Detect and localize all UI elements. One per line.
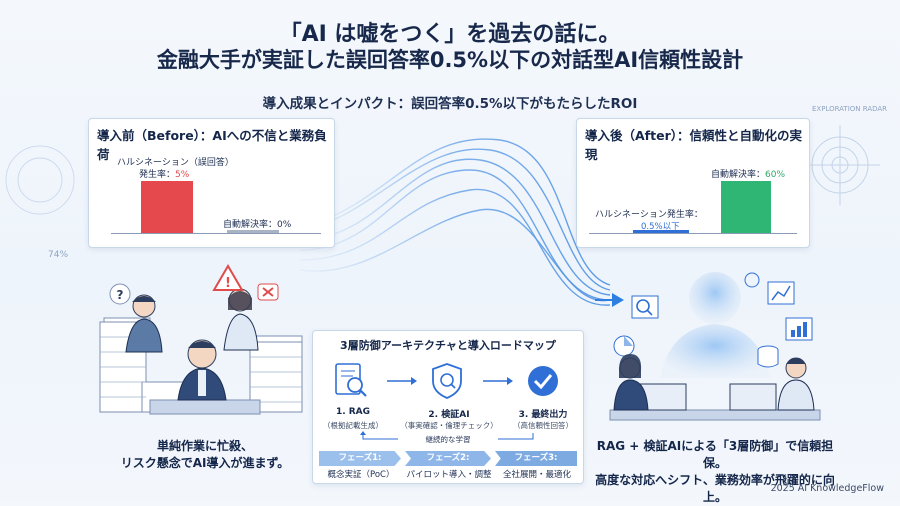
after-caption: RAG + 検証AIによる「3層防御」で信頼担保。 高度な対応へシフト、業務効率… xyxy=(585,438,845,506)
layer-2-sub: （事実確認・倫理チェック） xyxy=(400,421,498,430)
after-hallucination-label: ハルシネーション発生率： xyxy=(595,210,703,220)
phase-3-box: フェーズ3: xyxy=(495,451,577,466)
layer-3-sub: （高信頼性回答） xyxy=(513,421,573,430)
document-search-icon xyxy=(335,363,367,397)
phase-2-desc: パイロット導入・調整 xyxy=(406,470,492,480)
before-caption-line2: リスク懸念でAI導入が進まず。 xyxy=(120,456,290,470)
before-hallucination-label: ハルシネーション（誤回答） xyxy=(117,158,234,168)
svg-text:?: ? xyxy=(117,288,124,302)
after-card-title: 導入後（After）：信頼性と自動化の実現 xyxy=(585,128,802,162)
after-axis xyxy=(589,233,797,234)
before-axis xyxy=(111,233,321,234)
checkmark-circle-icon xyxy=(528,366,558,396)
stressed-workers-illustration: ! ? xyxy=(99,264,303,415)
footer-copyright: 2025 AI KnowledgeFlow xyxy=(770,483,884,494)
phase-1-desc: 概念実証（PoC） xyxy=(327,470,395,480)
after-hallucination-value: 0.5%以下 xyxy=(641,222,680,232)
before-caption-line1: 単純作業に忙殺、 xyxy=(156,439,253,453)
after-caption-line1: RAG + 検証AIによる「3層防御」で信頼担保。 xyxy=(596,439,834,470)
phase-1-box: フェーズ1: xyxy=(319,451,401,466)
arrow-right-icon xyxy=(387,377,417,385)
before-caption: 単純作業に忙殺、 リスク懸念でAI導入が進まず。 xyxy=(90,438,320,472)
page-title-line2: 金融大手が実証した誤回答率0.5%以下の対話型AI信頼性設計 xyxy=(156,48,744,72)
shield-check-icon xyxy=(432,363,462,399)
after-hallucination-bar xyxy=(633,230,689,233)
after-caption-line2: 高度な対応へシフト、業務効率が飛躍的に向上。 xyxy=(595,473,835,504)
after-automation-bar xyxy=(721,181,771,233)
after-card: 導入後（After）：信頼性と自動化の実現 自動解決率：60% ハルシネーション… xyxy=(576,118,810,248)
phase-2-box: フェーズ2: xyxy=(405,451,491,466)
before-hallucination-rate: 発生率：5% xyxy=(139,167,189,180)
before-hallucination-bar xyxy=(141,181,193,233)
layer-1-label: 1. RAG xyxy=(335,407,371,417)
layer-1-sub: （根拠記載生成） xyxy=(323,421,383,430)
before-card-title: 導入前（Before）：AIへの不信と業務負荷 xyxy=(97,128,327,162)
ai-assisted-workers-illustration xyxy=(609,272,821,421)
architecture-title: 3層防御アーキテクチャと導入ロードマップ xyxy=(340,339,556,352)
svg-text:!: ! xyxy=(225,276,231,291)
page-subtitle: 導入成果とインパクト：誤回答率0.5%以下がもたらしたROI xyxy=(262,96,638,112)
radar-label: EXPLORATION RADAR xyxy=(812,105,888,113)
arrow-right-icon xyxy=(483,377,513,385)
before-automation-bar xyxy=(227,230,279,233)
left-percent-label: 74% xyxy=(48,250,69,260)
before-automation-label: 自動解決率：0% xyxy=(223,220,292,230)
learning-loop-label: 継続的な学習 xyxy=(398,434,498,445)
after-automation-rate: 自動解決率：60% xyxy=(711,167,785,180)
layer-3-label: 3. 最終出力 xyxy=(518,410,568,420)
layer-2-label: 2. 検証AI xyxy=(428,410,470,420)
after-automation-value: 60% xyxy=(765,170,786,180)
phase-3-desc: 全社展開・最適化 xyxy=(502,470,571,480)
before-card: 導入前（Before）：AIへの不信と業務負荷 ハルシネーション（誤回答） 発生… xyxy=(88,118,335,248)
page-title-line1: 「AI は嘘をつく」を過去の話に。 xyxy=(279,22,621,47)
after-automation-prefix: 自動解決率： xyxy=(711,170,766,180)
before-hallucination-rate-value: 5% xyxy=(175,170,190,180)
before-hallucination-rate-prefix: 発生率： xyxy=(139,170,176,180)
architecture-card: 3層防御アーキテクチャと導入ロードマップ 1. RAG （根拠記載生成） 2. … xyxy=(312,330,584,484)
